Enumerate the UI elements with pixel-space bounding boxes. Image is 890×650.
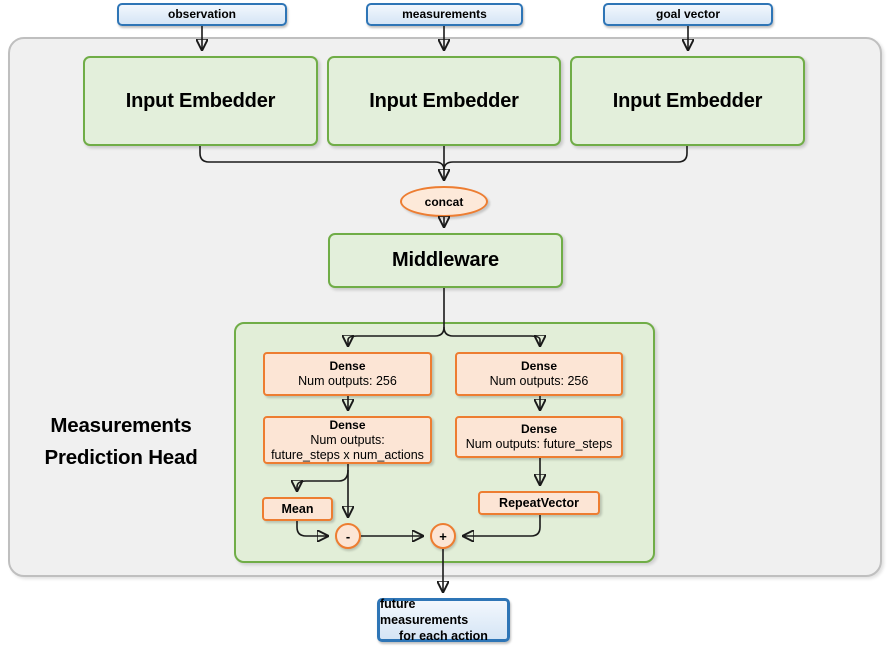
concat-label: concat bbox=[424, 194, 464, 209]
input-node-measurements: measurements bbox=[366, 3, 523, 26]
dense-detail2: future_steps x num_actions bbox=[271, 447, 424, 462]
repeat-vector-node: RepeatVector bbox=[478, 491, 600, 515]
concat-node: concat bbox=[400, 186, 488, 217]
mean-node: Mean bbox=[262, 497, 333, 521]
prediction-head-title: Measurements Prediction Head bbox=[18, 410, 224, 474]
subtract-op-node: - bbox=[335, 523, 361, 549]
prediction-head-title-line2: Prediction Head bbox=[44, 446, 198, 469]
repeat-vector-label: RepeatVector bbox=[499, 495, 579, 510]
dense-title: Dense bbox=[520, 359, 558, 373]
dense-left-2: Dense Num outputs: future_steps x num_ac… bbox=[263, 416, 432, 464]
mean-label: Mean bbox=[281, 501, 314, 516]
output-label-line2: for each action bbox=[399, 629, 488, 643]
prediction-head-title-line1: Measurements bbox=[50, 414, 192, 437]
input-embedder-1: Input Embedder bbox=[83, 56, 318, 146]
middleware-node: Middleware bbox=[328, 233, 563, 288]
input-embedder-3: Input Embedder bbox=[570, 56, 805, 146]
subtract-op-label: - bbox=[345, 528, 351, 544]
embedder-label: Input Embedder bbox=[369, 89, 519, 112]
dense-right-1: Dense Num outputs: 256 bbox=[455, 352, 623, 396]
dense-detail: Num outputs: future_steps bbox=[465, 437, 613, 451]
dense-detail: Num outputs: 256 bbox=[298, 374, 397, 388]
embedder-label: Input Embedder bbox=[125, 89, 276, 112]
dense-right-2: Dense Num outputs: future_steps bbox=[455, 416, 623, 458]
output-label-line1: future measurements bbox=[380, 597, 469, 627]
dense-detail: Num outputs: 256 bbox=[489, 374, 589, 388]
add-op-label: + bbox=[439, 528, 447, 544]
output-node: future measurements for each action bbox=[377, 597, 510, 643]
add-op-node: + bbox=[430, 523, 456, 549]
embedder-label: Input Embedder bbox=[612, 89, 763, 112]
input-node-label: goal vector bbox=[655, 7, 721, 21]
input-node-label: observation bbox=[167, 7, 236, 21]
dense-title: Dense bbox=[329, 417, 366, 432]
input-embedder-2: Input Embedder bbox=[327, 56, 561, 146]
input-node-label: measurements bbox=[402, 7, 487, 21]
middleware-label: Middleware bbox=[392, 249, 499, 271]
input-node-goal-vector: goal vector bbox=[603, 3, 773, 26]
input-node-observation: observation bbox=[117, 3, 287, 26]
dense-detail: Num outputs: bbox=[310, 432, 385, 447]
dense-title: Dense bbox=[520, 422, 558, 436]
dense-title: Dense bbox=[329, 359, 366, 373]
dense-left-1: Dense Num outputs: 256 bbox=[263, 352, 432, 396]
